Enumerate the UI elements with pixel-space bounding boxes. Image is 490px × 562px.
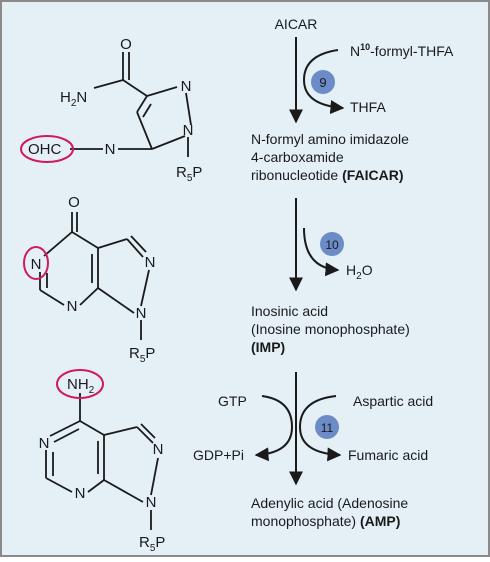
imp-name-line2: (Inosine monophosphate) (251, 321, 410, 337)
enzyme-9-label: 9 (319, 75, 326, 90)
enzyme-10-circle (320, 232, 344, 256)
imp-n3-label: N (67, 298, 78, 315)
faicar-name-line3-text: ribonucleotide (251, 167, 338, 183)
water-o: O (362, 262, 373, 278)
amp-name-line2-text: monophosphate) (251, 513, 356, 529)
amp-n9-label: N (146, 494, 157, 511)
faicar-r: R (176, 164, 187, 181)
step11-left-arrow (254, 395, 294, 462)
amp-p: P (155, 534, 165, 551)
formyl-thfa-sup: 10 (360, 42, 370, 52)
imp-p: P (145, 345, 155, 362)
imp-r5p-label: R5P (129, 345, 155, 365)
faicar-ohc-label: OHC (28, 141, 62, 158)
faicar-n-ring-bottom: N (183, 122, 194, 139)
faicar-name-line2: 4-carboxamide (251, 149, 344, 165)
faicar-n-ring-top: N (181, 78, 192, 95)
imp-structure (39, 212, 150, 340)
imp-n1-label: N (31, 256, 42, 273)
water-label: H2O (346, 262, 373, 282)
imp-name-line1: Inosinic acid (251, 303, 328, 319)
formyl-thfa-n: N (350, 43, 360, 59)
faicar-h2n-h: H (60, 89, 71, 106)
amp-name-line1: Adenylic acid (Adenosine (251, 495, 408, 511)
amp-n1-label: N (39, 435, 50, 452)
imp-atoms: O N N N N R5P (31, 194, 156, 365)
fumaric-acid-label: Fumaric acid (348, 447, 428, 463)
water-sub: 2 (356, 271, 362, 282)
amp-r-sub: 5 (150, 543, 156, 554)
enzyme-11-label: 11 (321, 421, 334, 435)
imp-r-sub: 5 (140, 354, 146, 365)
ohc-highlight-ellipse (20, 135, 74, 163)
enzyme-11-circle (315, 415, 339, 439)
water-h: H (346, 262, 356, 278)
amp-nh2-label: NH2 (67, 376, 95, 396)
step11-right-arrow (298, 395, 342, 462)
faicar-r5p-label: R5P (176, 164, 202, 184)
formyl-thfa-label: N10-formyl-THFA (350, 42, 454, 59)
aicar-label: AICAR (275, 16, 318, 32)
faicar-h2n-sub: 2 (71, 98, 77, 109)
faicar-name-line3: ribonucleotide (FAICAR) (251, 167, 404, 183)
gdp-pi-label: GDP+Pi (193, 447, 244, 463)
faicar-p: P (192, 164, 202, 181)
imp-n9-label: N (136, 305, 147, 322)
enzyme-10-label: 10 (325, 238, 339, 252)
thfa-label: THFA (350, 99, 386, 115)
amp-n3-label: N (75, 485, 86, 502)
formyl-thfa-rest: -formyl-THFA (370, 43, 454, 59)
amp-n7-label: N (153, 441, 164, 458)
step10-side-arrow (303, 227, 340, 277)
faicar-structure (70, 52, 192, 157)
faicar-h2n-n: N (76, 89, 87, 106)
gtp-label: GTP (218, 393, 247, 409)
imp-o-label: O (68, 194, 80, 211)
faicar-atoms: O H2N N N N OHC R5P (28, 36, 202, 184)
imp-abbr: (IMP) (251, 339, 285, 355)
nh2-highlight-ellipse (56, 369, 104, 399)
aspartic-acid-label: Aspartic acid (353, 393, 433, 409)
imp-r: R (129, 345, 140, 362)
amp-atoms: NH2 N N N N R5P (39, 376, 166, 554)
faicar-r-sub: 5 (187, 173, 193, 184)
faicar-abbr: (FAICAR) (342, 167, 403, 183)
amp-r: R (139, 534, 150, 551)
n1-highlight-ellipse (23, 246, 49, 280)
faicar-o-label: O (120, 36, 132, 53)
faicar-n-amide: N (105, 141, 116, 158)
amp-name-line2: monophosphate) (AMP) (251, 513, 400, 529)
enzyme-9-circle (311, 70, 335, 94)
imp-n7-label: N (145, 254, 156, 271)
amp-abbr: (AMP) (360, 513, 400, 529)
amp-structure (45, 393, 159, 530)
faicar-name-line1: N-formyl amino imidazole (251, 131, 409, 147)
step9-side-arrow (302, 49, 345, 115)
amp-nh-sub: 2 (89, 385, 95, 396)
faicar-h2n-label: H2N (60, 89, 87, 109)
amp-nh: NH (67, 376, 89, 393)
amp-r5p-label: R5P (139, 534, 165, 554)
